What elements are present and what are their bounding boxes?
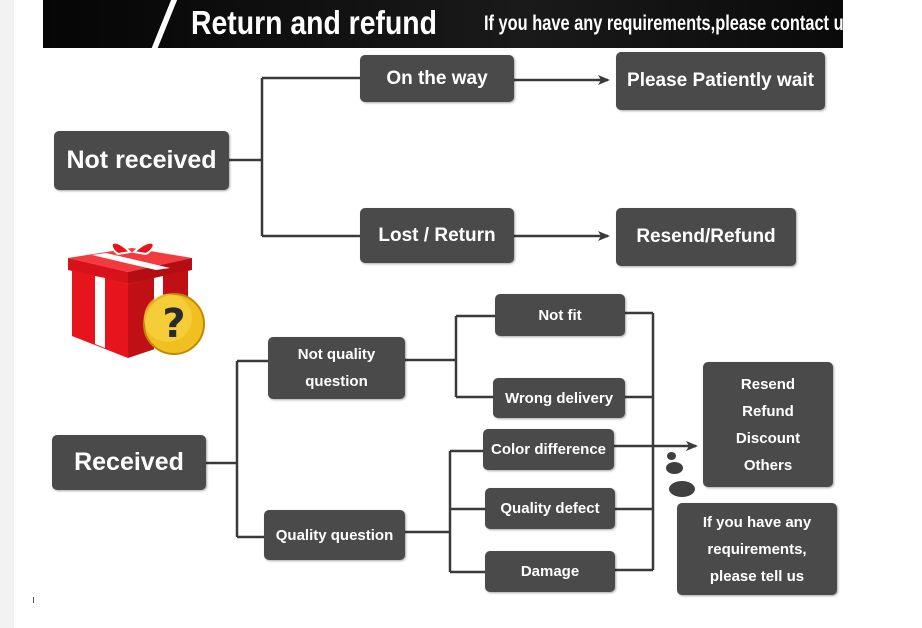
solution-discount: Discount xyxy=(735,429,801,447)
on-the-way-box: On the way xyxy=(360,55,514,102)
damage-box: Damage xyxy=(485,551,615,592)
gift-box-icon: ? xyxy=(68,241,205,358)
damage-label: Damage xyxy=(520,563,580,580)
banner-title: Return and refund xyxy=(191,4,437,41)
solution-resend: Resend xyxy=(740,375,796,393)
wrong-delivery-label: Wrong delivery xyxy=(504,389,614,407)
not-quality-line-1: Not quality xyxy=(297,346,376,363)
on-the-way-label: On the way xyxy=(386,67,488,89)
note-line-2: requirements, xyxy=(707,540,807,558)
quality-question-box: Quality question xyxy=(264,510,405,560)
not-received-label: Not received xyxy=(66,146,217,174)
not-received-box: Not received xyxy=(54,131,229,190)
resend-refund-label: Resend/Refund xyxy=(636,226,776,247)
lost-return-label: Lost / Return xyxy=(378,224,496,246)
quality-defect-box: Quality defect xyxy=(485,488,615,529)
stray-mark xyxy=(33,597,34,603)
note-line-1: If you have any xyxy=(702,513,812,531)
solution-refund: Refund xyxy=(742,402,794,420)
color-difference-box: Color difference xyxy=(483,429,614,470)
question-mark-icon: ? xyxy=(143,293,205,355)
note-box: If you have any requirements, please tel… xyxy=(677,503,837,595)
wrong-delivery-box: Wrong delivery xyxy=(493,378,625,418)
header-banner: Return and refund If you have any requir… xyxy=(43,0,843,48)
not-quality-line-2: question xyxy=(305,373,368,390)
resend-refund-box: Resend/Refund xyxy=(616,208,796,266)
received-label: Received xyxy=(74,448,184,476)
not-quality-box: Not quality question xyxy=(268,337,405,399)
not-fit-label: Not fit xyxy=(538,306,582,324)
bubble-dot-large xyxy=(669,481,695,497)
banner-subtitle: If you have any requirements,please cont… xyxy=(484,12,843,35)
left-margin-strip xyxy=(0,0,14,628)
please-wait-label: Please Patiently wait xyxy=(627,70,814,91)
solutions-box: Resend Refund Discount Others xyxy=(703,362,833,487)
quality-defect-label: Quality defect xyxy=(500,500,600,517)
solution-others: Others xyxy=(743,456,793,474)
not-fit-box: Not fit xyxy=(495,294,625,336)
quality-question-label: Quality question xyxy=(275,526,394,544)
bubble-dot-medium xyxy=(666,462,683,474)
bubble-dot-small xyxy=(667,452,676,460)
received-box: Received xyxy=(52,435,206,490)
svg-text:?: ? xyxy=(162,301,185,347)
lost-return-box: Lost / Return xyxy=(360,208,514,263)
note-line-3: please tell us xyxy=(709,567,805,585)
please-wait-box: Please Patiently wait xyxy=(616,52,825,110)
color-difference-label: Color difference xyxy=(490,441,607,458)
